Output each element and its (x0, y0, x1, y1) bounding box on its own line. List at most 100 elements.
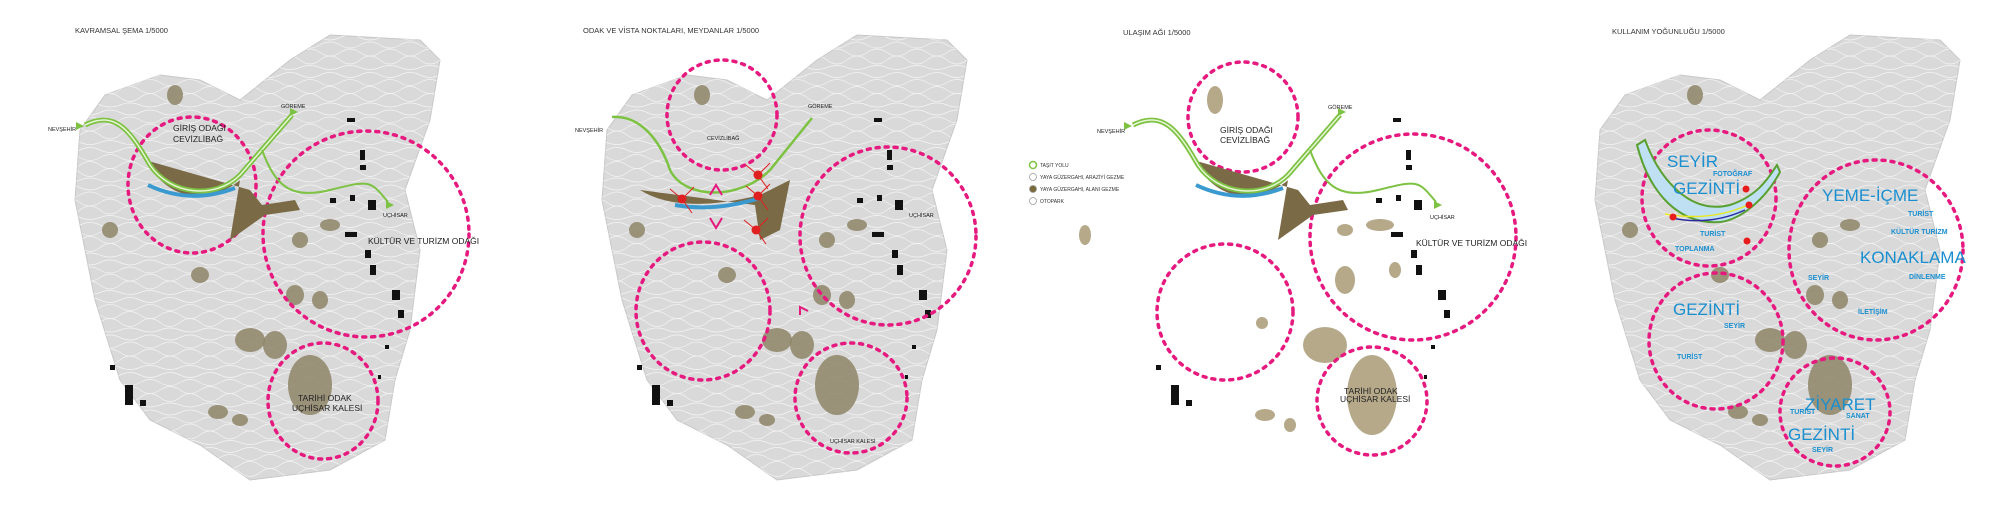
contour-line (75, 327, 440, 333)
rock-formation (1711, 267, 1729, 283)
building (887, 150, 892, 160)
contour-line (1595, 93, 1960, 102)
label-goreme: GÖREME (808, 103, 833, 110)
panel-title: KAVRAMSAL ŞEMA 1/5000 (75, 26, 168, 35)
rock-formation (263, 331, 287, 359)
rock-formation (694, 85, 710, 105)
building (887, 165, 893, 170)
rock-formation (1337, 224, 1353, 236)
contour-line (602, 365, 967, 370)
contour-line (75, 259, 440, 266)
usage-sanat: SANAT (1846, 413, 1870, 420)
building (1438, 290, 1446, 300)
building (385, 345, 389, 349)
contour-line (602, 304, 967, 311)
usage-seyir-right: SEYİR (1808, 274, 1829, 282)
legend-label: TAŞIT YOLU (1040, 163, 1069, 169)
contour-line (75, 304, 440, 311)
building (874, 118, 882, 122)
building (370, 265, 376, 275)
rock-formation (718, 267, 736, 283)
contour-line (75, 379, 440, 386)
rock-formation (1207, 86, 1223, 114)
terrain-area (74, 34, 441, 481)
contour-line (1595, 102, 1960, 108)
usage-gezinti-left: GEZİNTİ (1673, 300, 1740, 319)
focus-circle (1640, 128, 1778, 268)
contour-line (1595, 229, 1960, 236)
rock-formation (1687, 85, 1703, 105)
usage-seyir-bottom: SEYİR (1812, 446, 1833, 454)
building (140, 400, 146, 406)
contour-line (75, 168, 440, 177)
building (1393, 118, 1401, 122)
contour-line (1595, 123, 1960, 132)
contour-line (602, 116, 967, 124)
legend-swatch-yaya-alan (1029, 185, 1037, 193)
building (368, 200, 376, 210)
rock-formation (1783, 331, 1807, 359)
contour-line (602, 236, 967, 244)
focus-circle (665, 58, 779, 172)
contour-line (75, 177, 440, 183)
rock-formation (790, 331, 814, 359)
legend: TAŞIT YOLU YAYA GÜZERGAHI, ARAZİYİ GEZME… (1028, 160, 1125, 205)
usage-ziyaret: ZİYARET (1805, 395, 1876, 414)
usage-turist-bottom: TURİST (1790, 408, 1816, 416)
rock-formation (1755, 328, 1785, 352)
building (1431, 345, 1435, 349)
contour-line (602, 130, 967, 140)
building (897, 265, 903, 275)
rock-formation (1622, 222, 1638, 238)
contour-line (75, 266, 440, 274)
contour-line (75, 348, 440, 357)
pedestrian-path-area (1193, 160, 1348, 240)
contour-line (75, 280, 440, 290)
rock-formation (208, 405, 228, 419)
rock-formation (1728, 405, 1748, 419)
focus-circle (1308, 132, 1518, 342)
contour-line (1595, 348, 1960, 357)
rock-formation (191, 267, 209, 283)
panel-ulasim-agi: ULAŞIM AĞI 1/5000 TAŞIT YOLU YAYA GÜZERG… (1028, 28, 1527, 404)
panel-kullanim-yogunlugu: KULLANIM YOĞUNLUĞU 1/5000 SEYİR FOTOĞRAF… (1612, 27, 1966, 454)
usage-turist-right: TURİST (1908, 210, 1934, 218)
vehicle-road-center (1132, 114, 1341, 192)
contour-line (602, 205, 967, 215)
contour-line (1595, 130, 1960, 140)
focus-circle (1315, 345, 1429, 457)
building (110, 365, 115, 370)
building (919, 290, 927, 300)
contour-line (1595, 191, 1960, 199)
rock-formation (288, 355, 332, 415)
building (1171, 385, 1179, 405)
label-uchisar-kalesi: UÇHİSAR KALESİ (1340, 394, 1410, 404)
rock-formation (1366, 219, 1394, 231)
building (1411, 250, 1417, 258)
rock-formation (1284, 418, 1296, 432)
rock-formation (815, 355, 859, 415)
label-nevsehir: NEVŞEHİR (1097, 128, 1125, 135)
building (905, 375, 908, 379)
road-arrow-icon (386, 201, 394, 209)
contour-line (1595, 372, 1960, 378)
vista-point-icon (1745, 201, 1753, 209)
contour-line (602, 123, 967, 132)
contour-line (75, 236, 440, 244)
label-tarihi-odak: TARİHİ ODAK (298, 393, 352, 403)
focus-circle (798, 145, 978, 327)
contour-line (75, 355, 440, 365)
rock-formation (819, 232, 835, 248)
rock-formation (1808, 355, 1852, 415)
contour-line (602, 215, 967, 220)
road-arrow-icon (1338, 108, 1346, 116)
rock-formation (1256, 317, 1268, 329)
water-edge (674, 196, 761, 210)
contour-line (602, 243, 967, 252)
building (350, 195, 355, 201)
rock-formation (1840, 219, 1860, 231)
rock-formation (1389, 262, 1401, 278)
usage-fotograf: FOTOĞRAF (1713, 169, 1753, 178)
building (1186, 400, 1192, 406)
legend-label: OTOPARK (1040, 199, 1065, 205)
